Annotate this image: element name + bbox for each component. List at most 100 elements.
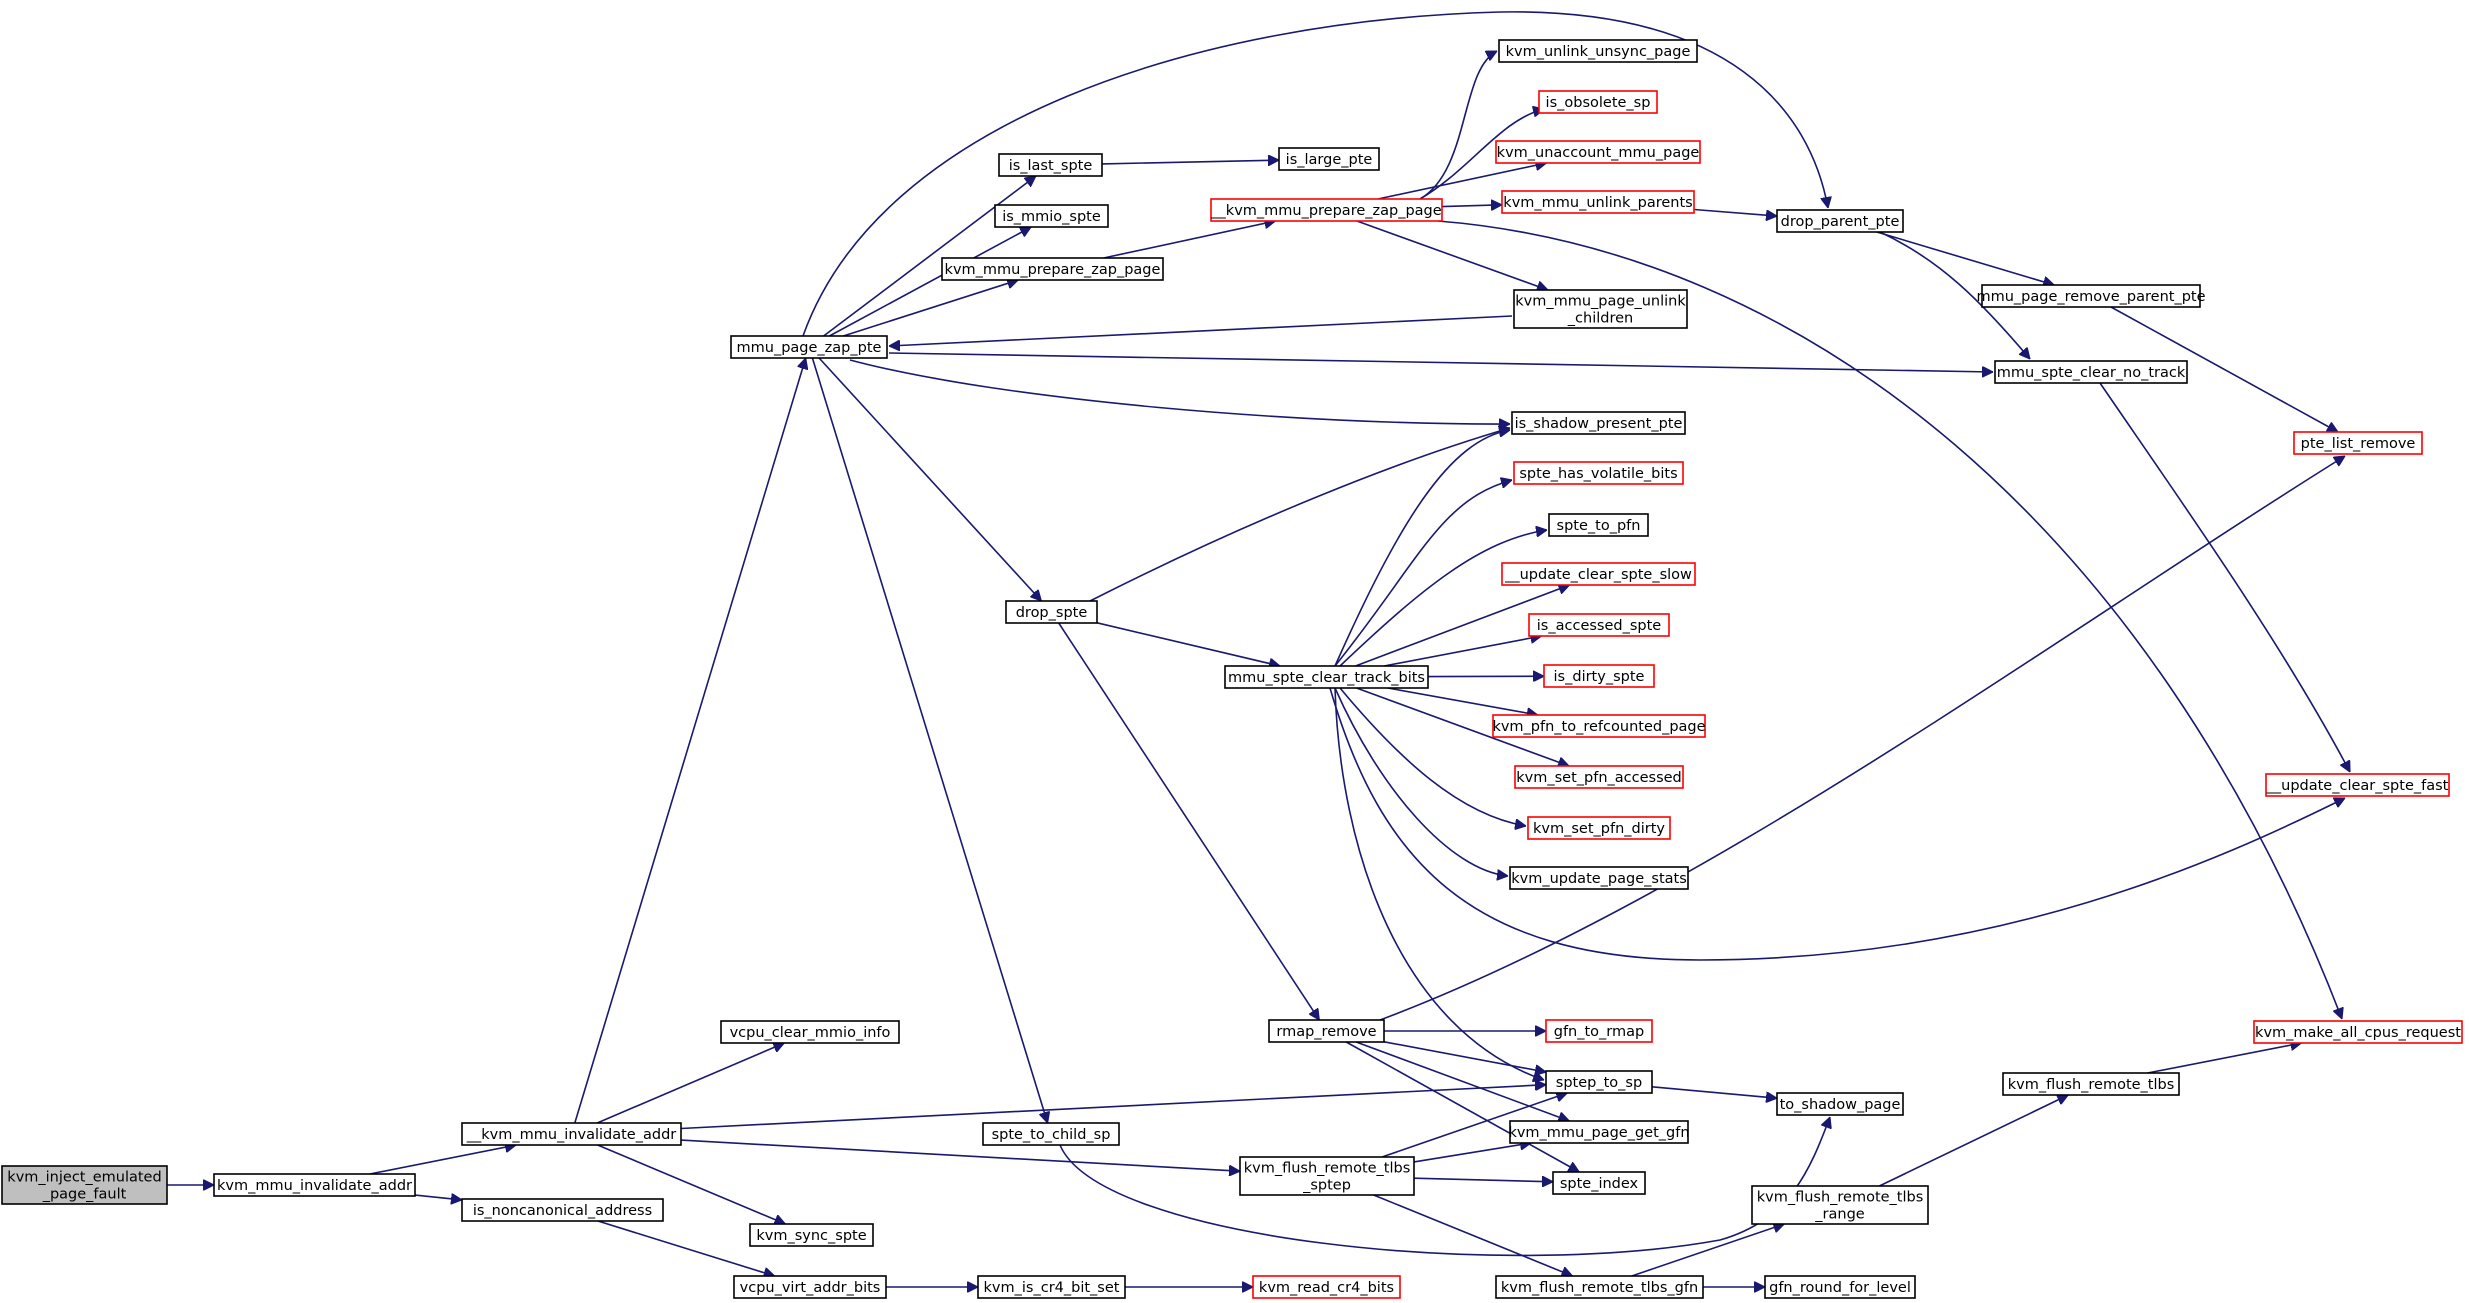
call-edge: [1631, 1224, 1785, 1277]
node-label: kvm_read_cr4_bits: [1259, 1280, 1394, 1296]
function-node-update-clear-spte-slow[interactable]: __update_clear_spte_slow: [1501, 562, 1696, 586]
function-node-vcpu-clear-mmio-info[interactable]: vcpu_clear_mmio_info: [720, 1020, 900, 1044]
function-node-spte-has-volatile-bits[interactable]: spte_has_volatile_bits: [1513, 461, 1684, 485]
function-node-kvm-set-pfn-accessed[interactable]: kvm_set_pfn_accessed: [1514, 765, 1684, 789]
call-edge: [1356, 687, 1570, 766]
edge-arrow: [1089, 428, 1510, 602]
function-node-update-clear-spte-fast[interactable]: __update_clear_spte_fast: [2265, 773, 2450, 797]
function-node-mmu-spte-clear-track-bits[interactable]: mmu_spte_clear_track_bits: [1224, 665, 1429, 689]
function-node-is-last-spte[interactable]: is_last_spte: [998, 153, 1103, 177]
call-edge: [1334, 687, 1544, 1080]
function-node-drop-spte[interactable]: drop_spte: [1005, 600, 1098, 624]
node-box: [1994, 360, 2188, 384]
function-node-is-large-pte[interactable]: is_large_pte: [1278, 147, 1380, 171]
edge-arrow: [1693, 208, 1777, 217]
function-node-kvm-mmu-invalidate-addr[interactable]: kvm_mmu_invalidate_addr: [213, 1173, 416, 1197]
function-node-pte-list-remove[interactable]: pte_list_remove: [2293, 431, 2423, 455]
node-label: rmap_remove: [1276, 1024, 1376, 1040]
edge-arrow: [414, 1195, 462, 1200]
function-node-kvm-make-all-cpus-request[interactable]: kvm_make_all_cpus_request: [2253, 1020, 2463, 1044]
edge-arrow: [1419, 50, 1497, 200]
function-node-rmap-remove[interactable]: rmap_remove: [1268, 1019, 1385, 1043]
node-label: mmu_page_remove_parent_pte: [1976, 289, 2205, 305]
node-box: [994, 204, 1109, 228]
function-node-kvm-mmu-prepare-zap-page[interactable]: __kvm_mmu_prepare_zap_page: [1210, 198, 1443, 222]
function-node-mmu-page-zap-pte[interactable]: mmu_page_zap_pte: [730, 335, 888, 359]
edge-arrow: [1058, 622, 1320, 1020]
node-label: pte_list_remove: [2301, 436, 2416, 452]
function-node-kvm-mmu-invalidate-addr[interactable]: __kvm_mmu_invalidate_addr: [461, 1122, 682, 1146]
function-node-kvm-update-page-stats[interactable]: kvm_update_page_stats: [1509, 866, 1689, 890]
function-node-kvm-mmu-page-unlink-children[interactable]: kvm_mmu_page_unlink_children: [1513, 289, 1688, 329]
edge-arrow: [2147, 1043, 2302, 1074]
function-node-kvm-flush-remote-tlbs-sptep[interactable]: kvm_flush_remote_tlbs_sptep: [1239, 1156, 1415, 1196]
edge-arrow: [1059, 1117, 1830, 1257]
node-box: [977, 1275, 1126, 1299]
function-node-kvm-is-cr4-bit-set[interactable]: kvm_is_cr4_bit_set: [977, 1275, 1126, 1299]
function-node-kvm-pfn-to-refcounted-page[interactable]: kvm_pfn_to_refcounted_page: [1492, 714, 1706, 738]
node-box: [1492, 714, 1706, 738]
node-box: [941, 257, 1164, 281]
function-node-spte-to-pfn[interactable]: spte_to_pfn: [1548, 513, 1649, 537]
call-edge: [1437, 220, 2342, 1019]
function-node-is-dirty-spte[interactable]: is_dirty_spte: [1543, 664, 1655, 688]
function-node-is-obsolete-sp[interactable]: is_obsolete_sp: [1538, 90, 1658, 114]
function-node-kvm-flush-remote-tlbs[interactable]: kvm_flush_remote_tlbs: [2002, 1072, 2180, 1096]
function-node-is-shadow-present-pte[interactable]: is_shadow_present_pte: [1511, 411, 1686, 435]
node-box: [1514, 765, 1684, 789]
function-node-mmu-page-remove-parent-pte[interactable]: mmu_page_remove_parent_pte: [1976, 284, 2206, 308]
call-edge: [1089, 428, 1510, 602]
function-node-kvm-unlink-unsync-page[interactable]: kvm_unlink_unsync_page: [1498, 39, 1698, 63]
node-box: [1268, 1019, 1385, 1043]
function-node-kvm-unaccount-mmu-page[interactable]: kvm_unaccount_mmu_page: [1495, 140, 1701, 164]
function-node-kvm-mmu-page-get-gfn[interactable]: kvm_mmu_page_get_gfn: [1508, 1120, 1690, 1144]
function-node-drop-parent-pte[interactable]: drop_parent_pte: [1776, 209, 1904, 233]
edge-arrow: [1334, 687, 1508, 876]
function-node-gfn-to-rmap[interactable]: gfn_to_rmap: [1545, 1019, 1653, 1043]
function-node-mmu-spte-clear-no-track[interactable]: mmu_spte_clear_no_track: [1994, 360, 2188, 384]
node-label: kvm_sync_spte: [756, 1228, 866, 1244]
node-box: [1498, 39, 1698, 63]
node-box: [998, 153, 1103, 177]
function-node-kvm-flush-remote-tlbs-gfn[interactable]: kvm_flush_remote_tlbs_gfn: [1495, 1275, 1704, 1299]
node-label: kvm_inject_emulated: [7, 1170, 161, 1186]
function-node-spte-to-child-sp[interactable]: spte_to_child_sp: [982, 1122, 1120, 1146]
function-node-kvm-read-cr4-bits[interactable]: kvm_read_cr4_bits: [1252, 1275, 1401, 1299]
function-node-is-accessed-spte[interactable]: is_accessed_spte: [1528, 613, 1670, 637]
function-node-kvm-sync-spte[interactable]: kvm_sync_spte: [749, 1223, 874, 1247]
node-box: [1501, 190, 1695, 214]
node-box: [1495, 140, 1701, 164]
edge-arrow: [1329, 687, 2345, 961]
call-edge: [1103, 221, 1276, 259]
node-box: [2265, 773, 2450, 797]
call-edge: [1355, 585, 1570, 667]
node-label: spte_to_child_sp: [992, 1127, 1111, 1143]
function-node-kvm-mmu-unlink-parents[interactable]: kvm_mmu_unlink_parents: [1501, 190, 1695, 214]
call-edges: [167, 11, 2351, 1287]
function-node-kvm-mmu-prepare-zap-page[interactable]: kvm_mmu_prepare_zap_page: [941, 257, 1164, 281]
function-node-gfn-round-for-level[interactable]: gfn_round_for_level: [1764, 1275, 1916, 1299]
function-node-kvm-set-pfn-dirty[interactable]: kvm_set_pfn_dirty: [1527, 816, 1671, 840]
function-node-kvm-inject-emulated-page-fault[interactable]: kvm_inject_emulated_page_fault: [1, 1165, 168, 1205]
function-node-sptep-to-sp[interactable]: sptep_to_sp: [1545, 1070, 1653, 1094]
function-node-vcpu-virt-addr-bits[interactable]: vcpu_virt_addr_bits: [733, 1275, 887, 1299]
node-box: [461, 1122, 682, 1146]
call-edge: [414, 1195, 462, 1200]
call-edge: [369, 1145, 516, 1175]
function-node-is-mmio-spte[interactable]: is_mmio_spte: [994, 204, 1109, 228]
function-node-spte-index[interactable]: spte_index: [1552, 1171, 1646, 1195]
call-edge: [1334, 687, 1508, 876]
call-edge: [1383, 636, 1541, 667]
edge-arrow: [597, 1220, 775, 1276]
node-label: _page_fault: [42, 1187, 127, 1203]
call-edge: [1058, 622, 1320, 1020]
function-node-is-noncanonical-address[interactable]: is_noncanonical_address: [461, 1198, 664, 1222]
node-box: [1538, 90, 1658, 114]
edge-arrow: [1879, 1095, 2068, 1187]
call-edge: [680, 1085, 1546, 1130]
call-edge: [802, 11, 1828, 337]
node-box: [1278, 147, 1380, 171]
function-node-kvm-flush-remote-tlbs-range[interactable]: kvm_flush_remote_tlbs_range: [1751, 1185, 1929, 1225]
node-label: vcpu_virt_addr_bits: [740, 1280, 881, 1296]
function-node-to-shadow-page[interactable]: to_shadow_page: [1776, 1092, 1904, 1116]
